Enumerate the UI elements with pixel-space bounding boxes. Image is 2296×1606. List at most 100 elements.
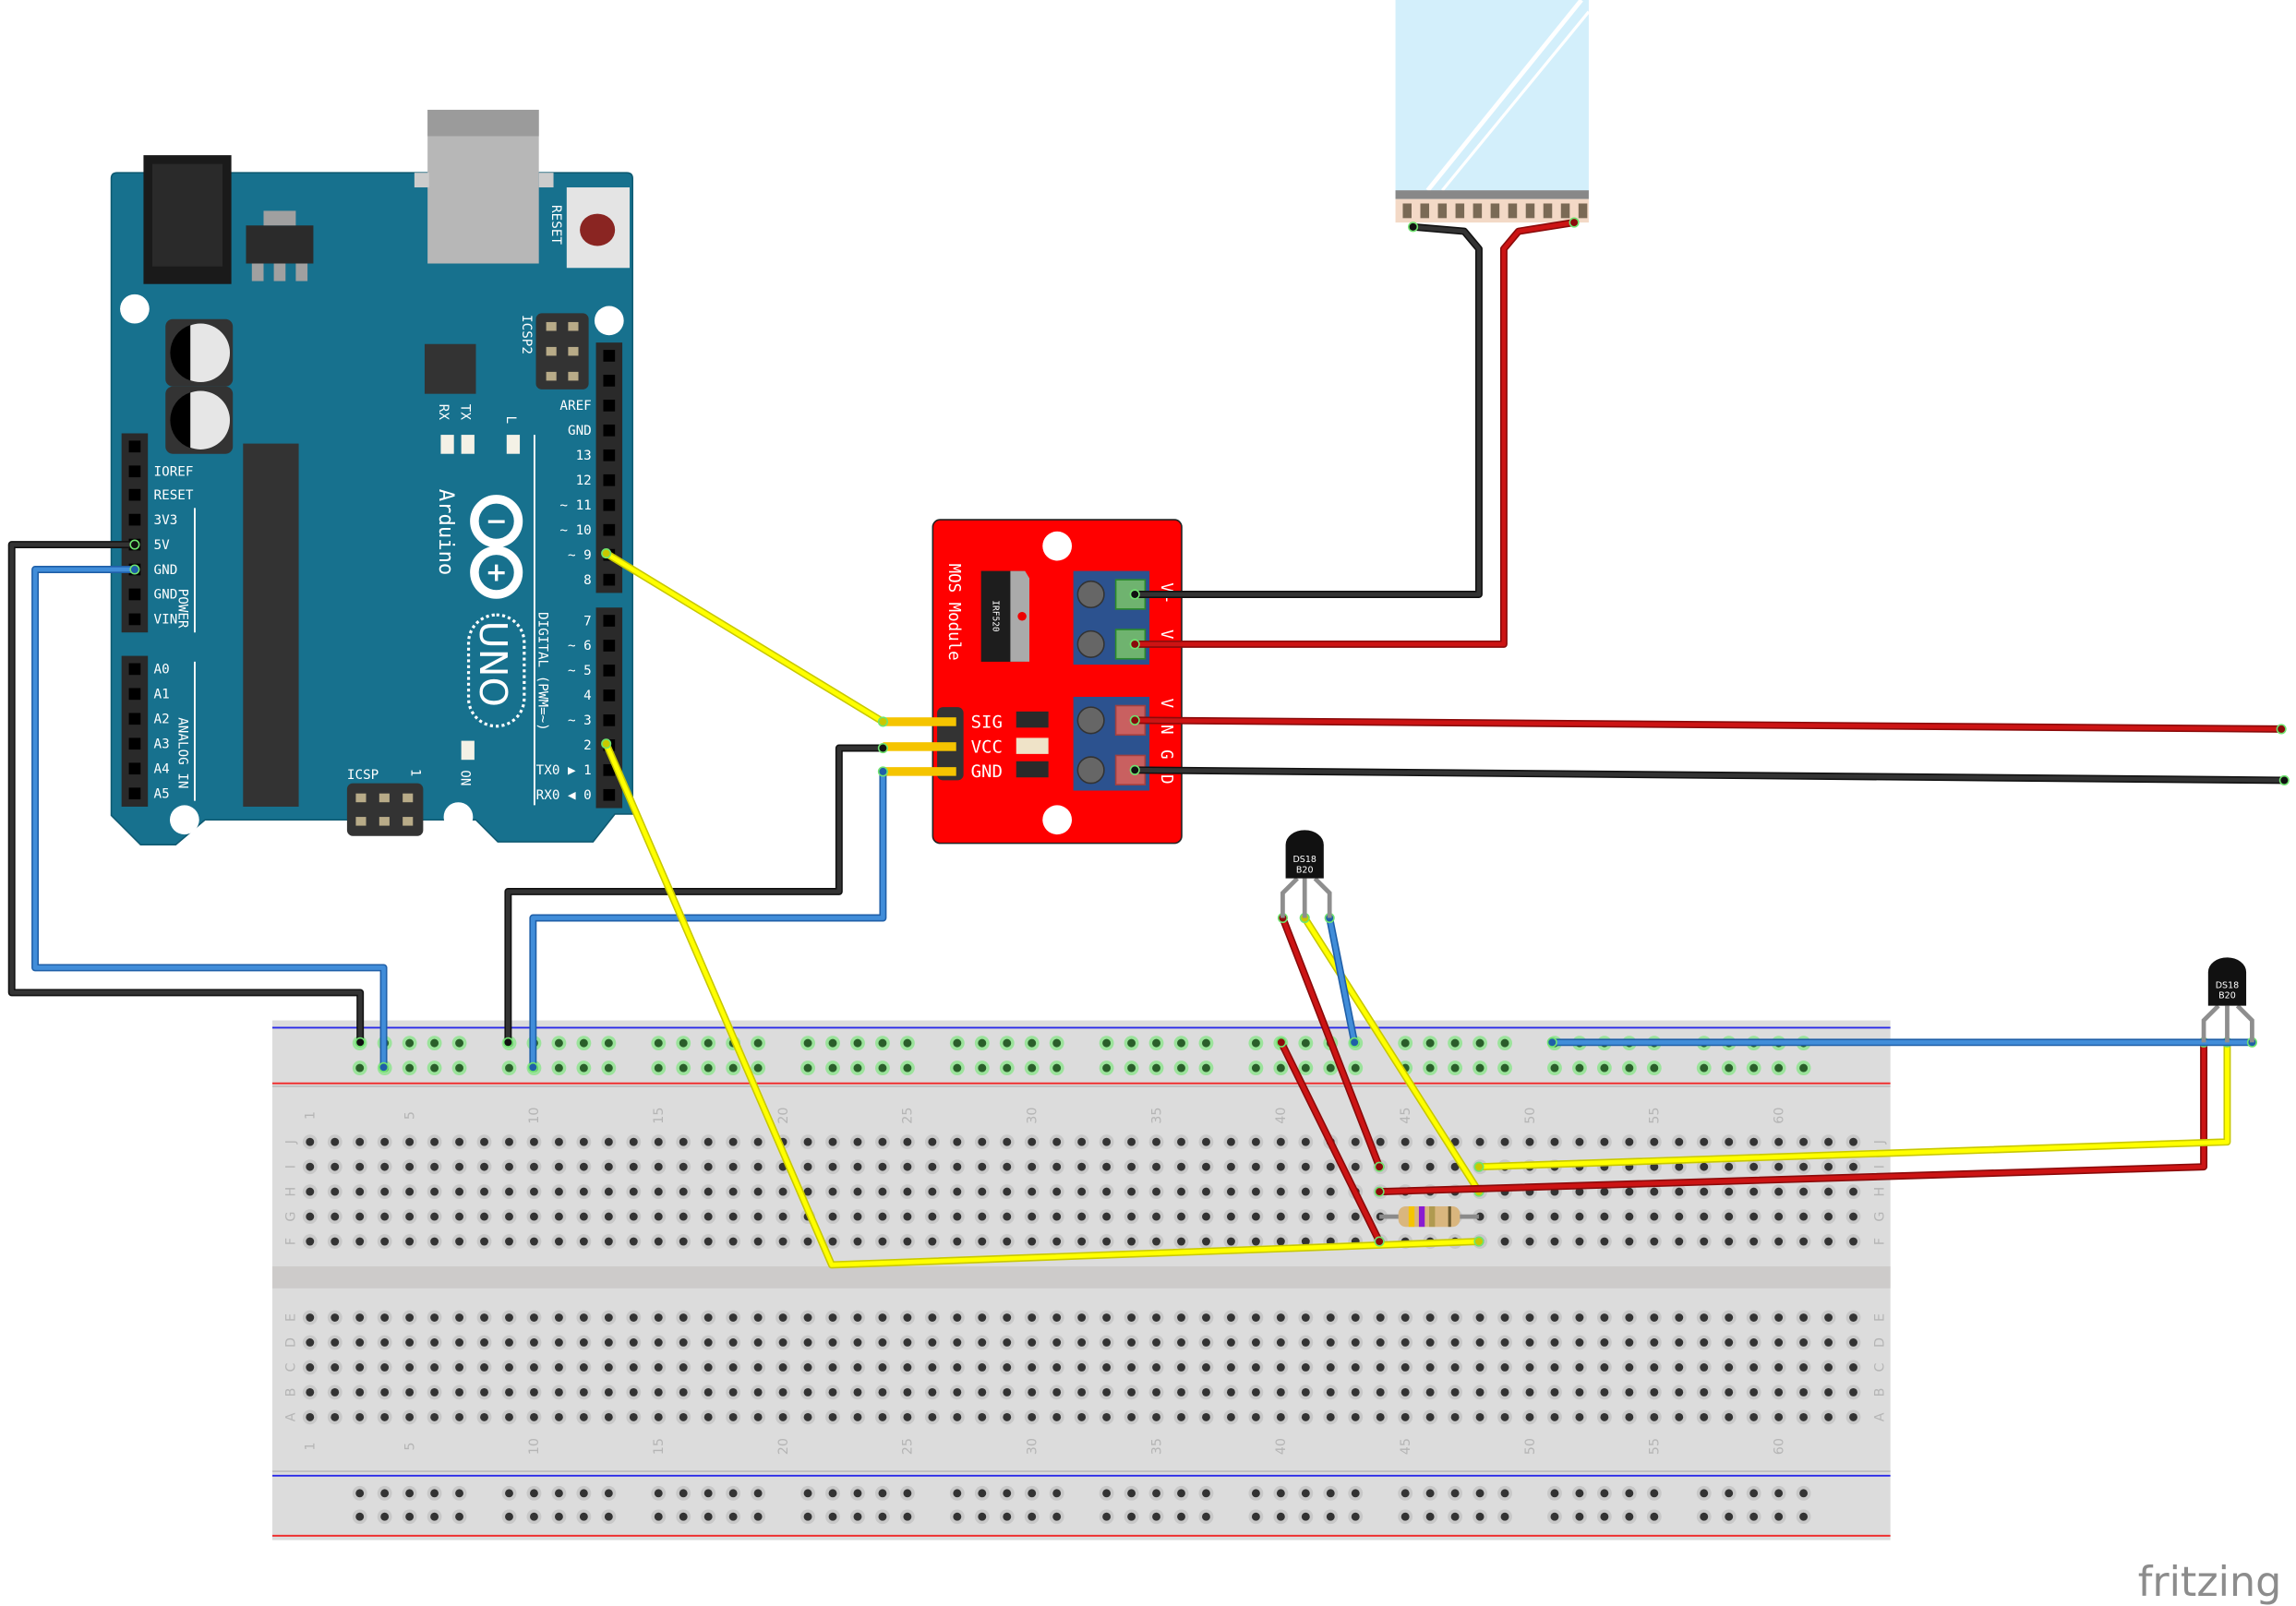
breadboard-hole[interactable] [1671, 1409, 1687, 1425]
breadboard-hole[interactable] [1348, 1335, 1364, 1350]
power-rail-hole[interactable] [1721, 1061, 1737, 1076]
breadboard-hole[interactable] [1049, 1159, 1064, 1175]
power-rail-hole[interactable] [1596, 1061, 1612, 1076]
breadboard-hole[interactable] [501, 1184, 517, 1200]
power-rail-hole[interactable] [1571, 1061, 1587, 1076]
breadboard-hole[interactable] [875, 1209, 890, 1225]
power-rail-hole[interactable] [1173, 1509, 1189, 1525]
breadboard-hole[interactable] [1646, 1384, 1662, 1400]
arduino-header-pin[interactable] [128, 737, 141, 750]
breadboard-hole[interactable] [800, 1360, 815, 1375]
breadboard-hole[interactable] [1173, 1335, 1189, 1350]
breadboard-hole[interactable] [526, 1234, 542, 1249]
breadboard-hole[interactable] [626, 1209, 642, 1225]
blue-wire[interactable] [527, 766, 888, 1073]
breadboard-hole[interactable] [1448, 1335, 1463, 1350]
breadboard-hole[interactable] [1173, 1209, 1189, 1225]
breadboard-hole[interactable] [1273, 1134, 1289, 1150]
power-rail-hole[interactable] [1497, 1036, 1512, 1051]
power-rail-hole[interactable] [1323, 1061, 1339, 1076]
breadboard-hole[interactable] [1124, 1310, 1139, 1325]
arduino-header-pin[interactable] [128, 762, 141, 775]
breadboard-hole[interactable] [676, 1384, 691, 1400]
breadboard-hole[interactable] [775, 1335, 791, 1350]
breadboard-hole[interactable] [1298, 1310, 1314, 1325]
breadboard-hole[interactable] [1348, 1409, 1364, 1425]
power-rail-hole[interactable] [676, 1485, 691, 1501]
power-rail-hole[interactable] [974, 1036, 990, 1051]
power-rail-hole[interactable] [1621, 1509, 1637, 1525]
arduino-header-pin[interactable] [128, 440, 141, 453]
breadboard-hole[interactable] [1497, 1360, 1512, 1375]
power-rail-hole[interactable] [800, 1509, 815, 1525]
breadboard-hole[interactable] [875, 1409, 890, 1425]
wire-end[interactable] [1374, 1161, 1385, 1172]
breadboard-hole[interactable] [377, 1209, 392, 1225]
breadboard-hole[interactable] [327, 1384, 343, 1400]
breadboard-hole[interactable] [1646, 1360, 1662, 1375]
breadboard-hole[interactable] [1771, 1310, 1786, 1325]
breadboard-hole[interactable] [501, 1384, 517, 1400]
breadboard-hole[interactable] [726, 1234, 741, 1249]
breadboard-hole[interactable] [1373, 1409, 1388, 1425]
breadboard-hole[interactable] [1621, 1335, 1637, 1350]
breadboard-hole[interactable] [626, 1134, 642, 1150]
breadboard-hole[interactable] [726, 1409, 741, 1425]
breadboard-hole[interactable] [949, 1134, 965, 1150]
breadboard-hole[interactable] [352, 1159, 367, 1175]
power-rail-hole[interactable] [1473, 1485, 1487, 1501]
breadboard-hole[interactable] [1248, 1234, 1264, 1249]
breadboard-hole[interactable] [949, 1310, 965, 1325]
power-rail-hole[interactable] [1448, 1509, 1463, 1525]
breadboard-hole[interactable] [1173, 1409, 1189, 1425]
breadboard-hole[interactable] [501, 1310, 517, 1325]
ds18b20-sensor-1[interactable]: DS18 B20 [1280, 830, 1332, 918]
power-rail-hole[interactable] [1646, 1509, 1662, 1525]
breadboard-hole[interactable] [1373, 1335, 1388, 1350]
breadboard-hole[interactable] [1771, 1234, 1786, 1249]
breadboard-hole[interactable] [999, 1184, 1015, 1200]
power-rail-hole[interactable] [1049, 1061, 1064, 1076]
breadboard-hole[interactable] [1099, 1209, 1114, 1225]
power-rail-hole[interactable] [1423, 1061, 1438, 1076]
breadboard-hole[interactable] [1124, 1360, 1139, 1375]
icsp2-header[interactable] [535, 313, 589, 390]
breadboard-hole[interactable] [775, 1360, 791, 1375]
power-rail-hole[interactable] [1049, 1509, 1064, 1525]
power-rail-hole[interactable] [1746, 1061, 1761, 1076]
power-rail-hole[interactable] [352, 1509, 367, 1525]
breadboard-hole[interactable] [924, 1184, 940, 1200]
red-wire[interactable] [1277, 912, 1385, 1172]
breadboard-hole[interactable] [1771, 1384, 1786, 1400]
power-rail-hole[interactable] [825, 1485, 840, 1501]
power-rail-hole[interactable] [1273, 1509, 1289, 1525]
breadboard-hole[interactable] [751, 1360, 766, 1375]
breadboard-hole[interactable] [899, 1335, 915, 1350]
breadboard-hole[interactable] [1173, 1134, 1189, 1150]
breadboard-hole[interactable] [626, 1159, 642, 1175]
breadboard-hole[interactable] [1398, 1134, 1413, 1150]
power-rail-hole[interactable] [999, 1036, 1015, 1051]
breadboard-hole[interactable] [1621, 1384, 1637, 1400]
breadboard-hole[interactable] [1497, 1209, 1512, 1225]
arduino-header-pin[interactable] [603, 714, 616, 726]
arduino-header-pin[interactable] [603, 573, 616, 586]
power-rail-hole[interactable] [701, 1061, 716, 1076]
breadboard-hole[interactable] [476, 1360, 492, 1375]
breadboard-hole[interactable] [302, 1209, 318, 1225]
breadboard-hole[interactable] [1273, 1335, 1289, 1350]
wire-end[interactable] [1473, 1161, 1485, 1172]
breadboard-hole[interactable] [1473, 1134, 1487, 1150]
breadboard-hole[interactable] [1721, 1409, 1737, 1425]
breadboard-hole[interactable] [427, 1234, 442, 1249]
breadboard-hole[interactable] [875, 1234, 890, 1249]
breadboard-hole[interactable] [1099, 1335, 1114, 1350]
breadboard-hole[interactable] [1821, 1134, 1836, 1150]
breadboard-hole[interactable] [1771, 1209, 1786, 1225]
breadboard-hole[interactable] [476, 1209, 492, 1225]
breadboard-hole[interactable] [726, 1134, 741, 1150]
breadboard-hole[interactable] [526, 1335, 542, 1350]
breadboard-hole[interactable] [1746, 1310, 1761, 1325]
breadboard-hole[interactable] [701, 1234, 716, 1249]
breadboard-hole[interactable] [302, 1384, 318, 1400]
